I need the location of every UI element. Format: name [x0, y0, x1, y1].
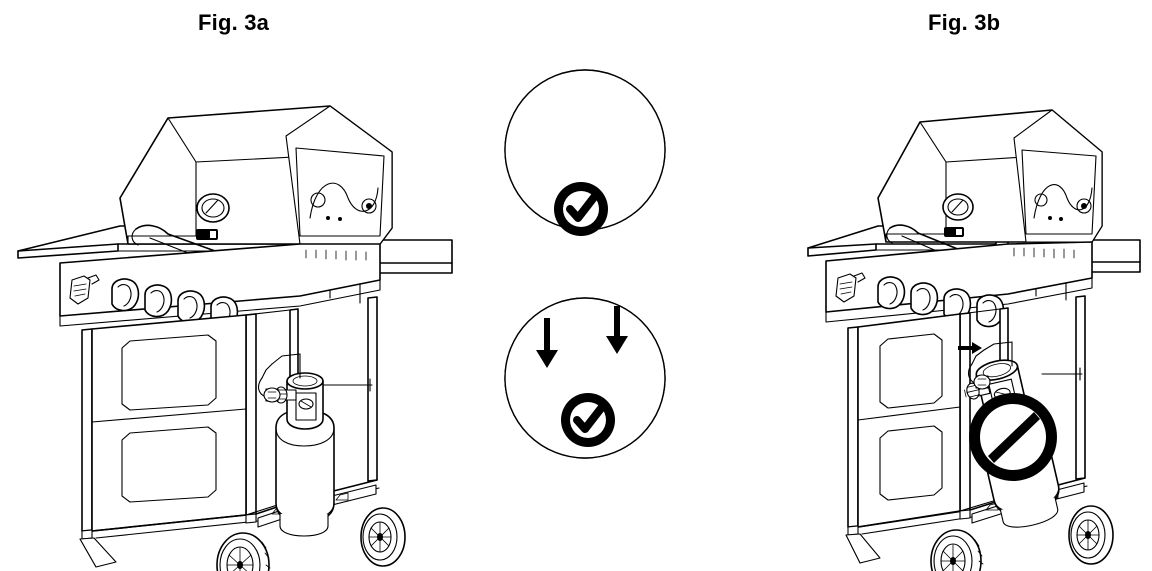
brand-badge	[196, 229, 218, 240]
regulator-hose	[958, 341, 1083, 390]
brand-badge	[944, 227, 964, 237]
arrow-down-icon	[536, 318, 558, 368]
arrow-down-icon	[606, 306, 628, 354]
control-panel	[59, 243, 381, 327]
control-knob[interactable]	[877, 276, 906, 310]
control-knob[interactable]	[177, 290, 206, 324]
cart-leg	[959, 509, 971, 520]
grill-incorrect-illustration	[800, 48, 1152, 571]
detail-callouts	[470, 48, 800, 571]
cart-leg	[79, 529, 117, 568]
side-burner-knob[interactable]	[835, 272, 866, 303]
control-knob[interactable]	[111, 278, 140, 312]
cart-wheel	[930, 529, 984, 571]
prohibition-icon	[969, 393, 1057, 481]
thermometer-gauge	[942, 193, 974, 221]
grill-lid	[119, 105, 393, 245]
grill-lid	[877, 109, 1103, 243]
regulator-hose	[257, 353, 373, 403]
cart-leg	[245, 513, 257, 524]
cart-wheel	[360, 507, 406, 567]
cart-frame	[847, 295, 1088, 535]
figure-label-right: Fig. 3b	[928, 10, 1001, 35]
thermometer-gauge	[196, 193, 230, 223]
check-circle-icon	[561, 393, 615, 447]
control-knob[interactable]	[144, 284, 173, 318]
figure-label-left: Fig. 3a	[198, 10, 270, 35]
cart-leg	[845, 525, 881, 564]
tank-collar-detail	[504, 69, 666, 231]
cart-wheel	[216, 532, 271, 571]
propane-tank	[274, 372, 335, 537]
grill-correct-illustration	[0, 48, 470, 571]
control-knob[interactable]	[910, 282, 939, 316]
side-burner-knob[interactable]	[69, 274, 100, 305]
cart-wheel	[1068, 505, 1114, 565]
check-circle-icon	[554, 182, 608, 236]
